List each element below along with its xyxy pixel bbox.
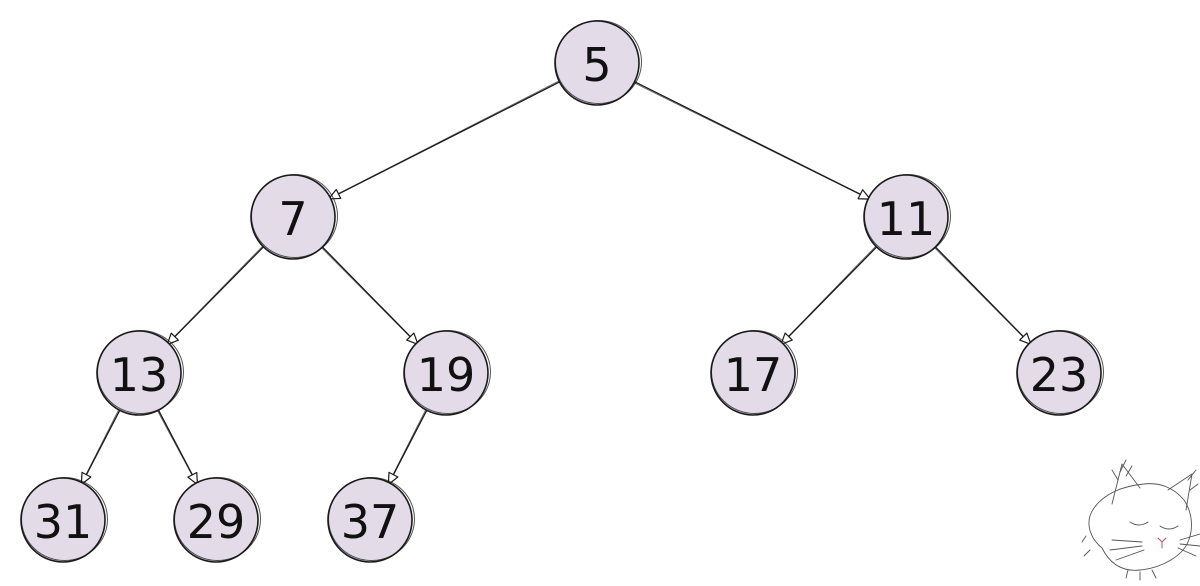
edges-layer (80, 79, 1032, 486)
tree-node-37: 37 (327, 477, 415, 563)
tree-node-13: 13 (96, 330, 184, 416)
edge-n13-n29 (156, 407, 199, 486)
tree-node-7: 7 (250, 174, 338, 260)
node-sketch-outline (174, 477, 261, 561)
node-label: 19 (417, 348, 476, 402)
node-label: 29 (187, 495, 246, 549)
arrowhead-icon (857, 189, 871, 200)
nodes-layer: 5 7 11 13 19 17 23 31 29 37 (20, 20, 1104, 563)
node-sketch-outline (555, 20, 642, 104)
edge-n11-n23 (932, 244, 1032, 346)
sleeping-cat-doodle-icon (1081, 459, 1200, 581)
tree-node-19: 19 (403, 330, 491, 416)
edge-n13-n31 (80, 407, 122, 486)
edge-n5-n7 (328, 79, 562, 200)
tree-node-29: 29 (173, 477, 261, 563)
arrowhead-icon (187, 471, 199, 486)
node-sketch-outline (404, 330, 491, 414)
tree-node-5: 5 (554, 20, 642, 106)
edge-n19-n37 (387, 407, 429, 486)
arrowhead-icon (406, 332, 419, 346)
arrowhead-icon (1019, 332, 1032, 346)
tree-node-31: 31 (20, 477, 108, 563)
node-label: 17 (724, 348, 783, 402)
node-sketch-outline (328, 477, 415, 561)
edge-n11-n17 (780, 244, 879, 346)
node-label: 23 (1030, 348, 1089, 402)
tree-node-23: 23 (1016, 330, 1104, 416)
node-sketch-outline (1017, 330, 1104, 414)
node-sketch-outline (711, 330, 798, 414)
node-label: 11 (877, 192, 936, 246)
node-label: 5 (582, 38, 611, 92)
node-label: 13 (110, 348, 169, 402)
arrowhead-icon (328, 188, 342, 200)
tree-node-11: 11 (863, 174, 951, 260)
node-label: 37 (341, 495, 400, 549)
edge-n7-n19 (319, 244, 419, 346)
node-sketch-outline (864, 174, 951, 258)
node-sketch-outline (97, 330, 184, 414)
node-label: 7 (278, 192, 307, 246)
edge-n5-n11 (631, 80, 871, 200)
node-sketch-outline (251, 174, 338, 258)
node-sketch-outline (21, 477, 108, 561)
node-label: 31 (34, 495, 93, 549)
edge-n7-n13 (166, 244, 266, 346)
tree-node-17: 17 (710, 330, 798, 416)
